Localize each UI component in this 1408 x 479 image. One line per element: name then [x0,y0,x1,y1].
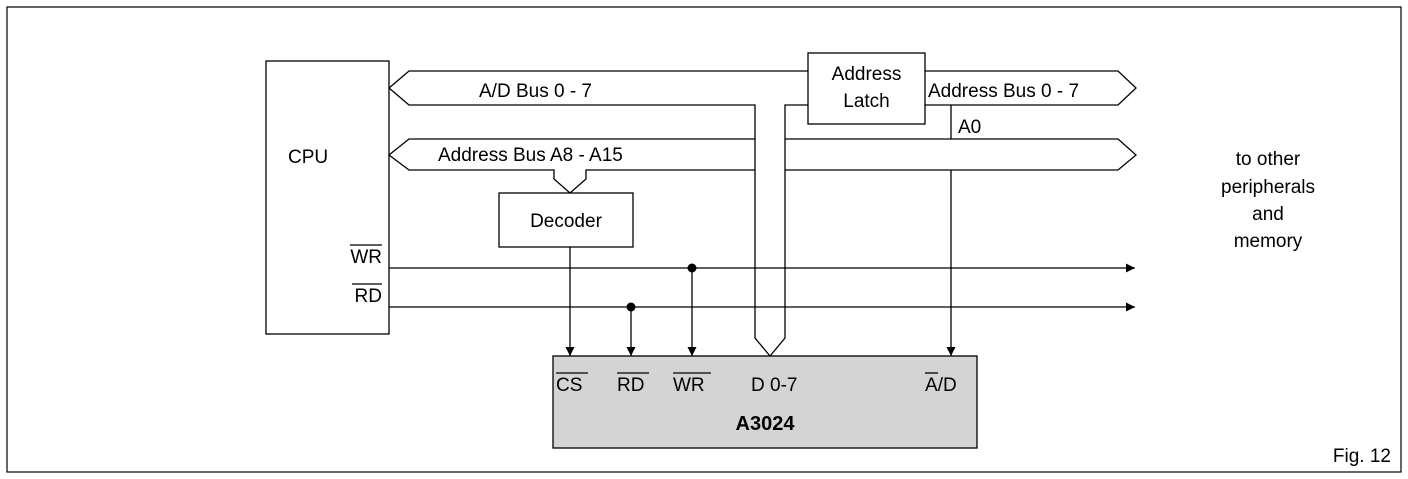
a3024-chip [552,355,978,449]
cpu-label: CPU [288,147,328,168]
address-bus-right [785,138,1137,171]
ad-bus-label: A/D Bus 0 - 7 [479,81,592,102]
chip-pin-d: D 0-7 [751,375,797,396]
figure-label: Fig. 12 [1333,446,1391,467]
note-line-4: memory [1234,231,1303,252]
ad-bus [387,70,808,358]
a0-label: A0 [958,117,981,138]
chip-pin-cs: CS [556,375,582,396]
note-line-2: peripherals [1221,177,1315,198]
note-line-3: and [1252,204,1284,225]
cpu-block [265,60,390,335]
address-latch-block [807,52,926,125]
address-bus-low-label: Address Bus 0 - 7 [928,81,1079,102]
address-latch-label-line1: Address [832,64,902,85]
cpu-rd-label: RD [355,286,382,307]
address-bus-low [925,70,1137,106]
chip-pin-ad-a: A [925,375,938,396]
rd-junction-dot [626,302,636,312]
address-latch-label-line2: Latch [843,91,889,112]
wr-junction-dot [687,263,697,273]
chip-pin-ad: A/D [925,375,957,396]
chip-pin-ad-suffix: /D [938,375,957,396]
note-line-1: to other [1236,149,1301,170]
address-bus-high [387,138,755,194]
chip-pin-wr: WR [673,375,705,396]
chip-pin-rd: RD [617,375,644,396]
decoder-label: Decoder [530,211,602,232]
decoder-block [498,192,634,248]
address-bus-high-label: Address Bus A8 - A15 [438,145,623,166]
figure-frame [6,6,1402,473]
cpu-wr-label: WR [350,247,382,268]
chip-name: A3024 [736,413,796,435]
